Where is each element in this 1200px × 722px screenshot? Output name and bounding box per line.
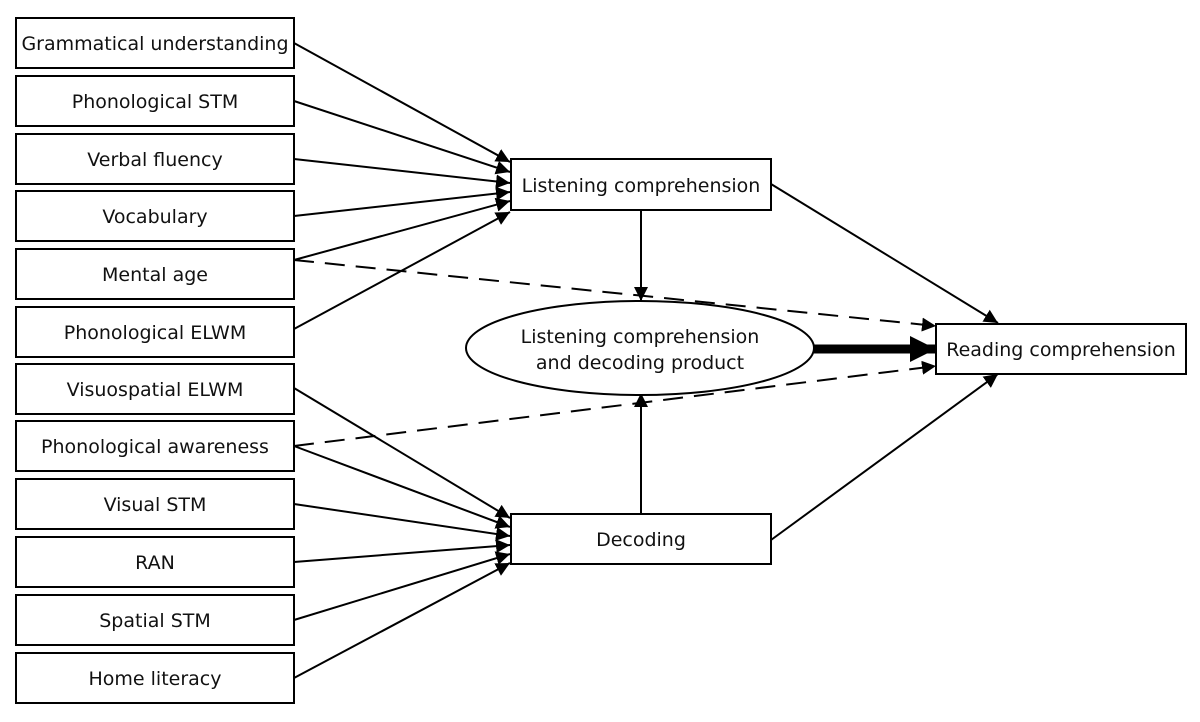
edge-mental-age-to-reading-dashed	[293, 259, 937, 332]
box-vocabulary: Vocabulary	[15, 190, 295, 242]
box-ran: RAN	[15, 536, 295, 588]
label-reading-comprehension: Reading comprehension	[946, 339, 1176, 361]
label-phonological-awareness: Phonological awareness	[41, 436, 269, 458]
box-visuospatial-elwm: Visuospatial ELWM	[15, 363, 295, 415]
edge-phon-stm-to-listening	[293, 100, 511, 175]
box-phonological-stm: Phonological STM	[15, 75, 295, 127]
edge-verbal-fluency-to-listening	[293, 158, 511, 189]
label-phonological-stm: Phonological STM	[72, 91, 239, 113]
box-listening-comprehension: Listening comprehension	[510, 158, 772, 211]
edge-phon-awareness-to-decoding	[293, 445, 511, 529]
edge-decoding-to-reading	[770, 373, 999, 541]
label-verbal-fluency: Verbal fluency	[87, 149, 222, 171]
edge-phon-awareness-to-reading-dashed	[293, 360, 937, 447]
edge-home-literacy-to-decoding	[293, 562, 511, 679]
edge-vocabulary-to-listening	[293, 186, 511, 217]
label-ran: RAN	[135, 552, 175, 574]
label-decoding: Decoding	[596, 529, 686, 551]
label-visuospatial-elwm: Visuospatial ELWM	[67, 379, 244, 401]
box-visual-stm: Visual STM	[15, 478, 295, 530]
edge-ran-to-decoding	[293, 539, 511, 563]
box-phonological-elwm: Phonological ELWM	[15, 306, 295, 358]
label-product-line2: and decoding product	[536, 352, 744, 374]
label-phonological-elwm: Phonological ELWM	[64, 322, 246, 344]
label-spatial-stm: Spatial STM	[99, 610, 211, 632]
ellipse-product: Listening comprehension and decoding pro…	[465, 300, 815, 396]
box-spatial-stm: Spatial STM	[15, 594, 295, 646]
box-home-literacy: Home literacy	[15, 652, 295, 704]
box-mental-age: Mental age	[15, 248, 295, 300]
label-visual-stm: Visual STM	[104, 494, 207, 516]
edge-spatial-stm-to-decoding	[293, 551, 511, 621]
edge-visual-stm-to-decoding	[293, 503, 511, 541]
edge-mental-age-to-listening	[293, 197, 511, 261]
box-phonological-awareness: Phonological awareness	[15, 420, 295, 472]
edge-grammatical-to-listening	[293, 42, 511, 163]
box-decoding: Decoding	[510, 513, 772, 565]
edge-visuo-elwm-to-decoding	[293, 387, 511, 519]
label-product-line1: Listening comprehension	[521, 326, 760, 348]
label-home-literacy: Home literacy	[89, 668, 222, 690]
label-grammatical-understanding: Grammatical understanding	[21, 33, 288, 55]
edge-listening-to-reading	[770, 183, 999, 324]
label-listening-comprehension: Listening comprehension	[522, 175, 761, 197]
box-grammatical-understanding: Grammatical understanding	[15, 17, 295, 69]
box-verbal-fluency: Verbal fluency	[15, 133, 295, 185]
label-vocabulary: Vocabulary	[102, 206, 207, 228]
label-mental-age: Mental age	[102, 264, 208, 286]
box-reading-comprehension: Reading comprehension	[935, 323, 1187, 375]
